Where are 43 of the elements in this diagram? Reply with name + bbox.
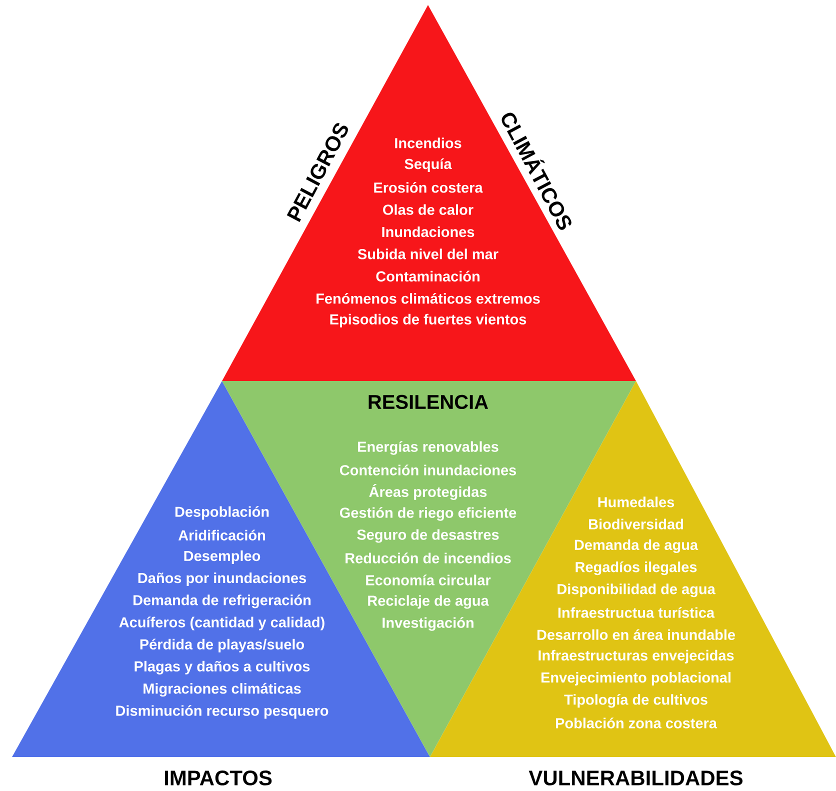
list-item: Pérdida de playas/suelo	[140, 638, 304, 652]
list-item: Daños por inundaciones	[138, 572, 306, 586]
list-item: Economía circular	[366, 574, 491, 586]
list-item: Desempleo	[184, 550, 260, 564]
list-item: Tipología de cultivos	[564, 694, 708, 708]
list-item: Episodios de fuertes vientos	[330, 314, 526, 328]
list-item: Reducción de incendios	[346, 552, 511, 564]
list-item: Áreas protegidas	[369, 484, 487, 500]
heading: RESILENCIA	[368, 394, 488, 410]
list-item: Contaminación	[376, 270, 480, 282]
list-item: Fenómenos climáticos extremos	[316, 293, 540, 304]
list-item: Demanda de refrigeración	[134, 594, 311, 608]
list-item: Plagas y daños a cultivos	[134, 660, 310, 674]
list-item: Incendios	[395, 138, 462, 148]
list-item: Olas de calor	[383, 204, 474, 215]
heading: VULNERABILIDADES	[528, 770, 742, 786]
list-item: Humedales	[598, 496, 674, 508]
list-item: Biodiversidad	[589, 518, 683, 530]
triangle-panel	[222, 4, 636, 381]
list-item: Inundaciones	[382, 226, 474, 238]
list-item: Gestión de riego eficiente	[340, 507, 516, 521]
list-item: Reciclaje de agua	[368, 595, 489, 609]
list-item: Acuíferos (cantidad y calidad)	[119, 616, 324, 630]
list-item: Sequía	[404, 158, 452, 172]
list-item: Disponibilidad de agua	[558, 584, 716, 598]
list-item: Subida nivel del mar	[358, 248, 498, 260]
list-item: Infraestructua turística	[558, 607, 715, 618]
list-item: Despoblación	[175, 506, 269, 520]
list-item: Energías renovables	[358, 441, 498, 455]
list-item: Envejecimiento poblacional	[542, 672, 730, 686]
heading: IMPACTOS	[164, 770, 272, 786]
list-item: Investigación	[382, 617, 474, 631]
list-item: Regadíos ilegales	[576, 561, 697, 576]
list-item: Migraciones climáticas	[144, 682, 301, 697]
list-item: Disminución recurso pesquero	[116, 705, 328, 719]
list-item: Población zona costera	[556, 718, 718, 728]
list-item: Seguro de desastres	[357, 529, 499, 543]
list-item: Erosión costera	[374, 182, 483, 193]
list-item: Desarrollo en área inundable	[537, 629, 736, 640]
list-item: Aridificación	[178, 530, 266, 540]
list-item: Contención inundaciones	[340, 464, 516, 476]
list-item: Infraestructuras envejecidas	[538, 650, 734, 664]
list-item: Demanda de agua	[574, 539, 698, 553]
